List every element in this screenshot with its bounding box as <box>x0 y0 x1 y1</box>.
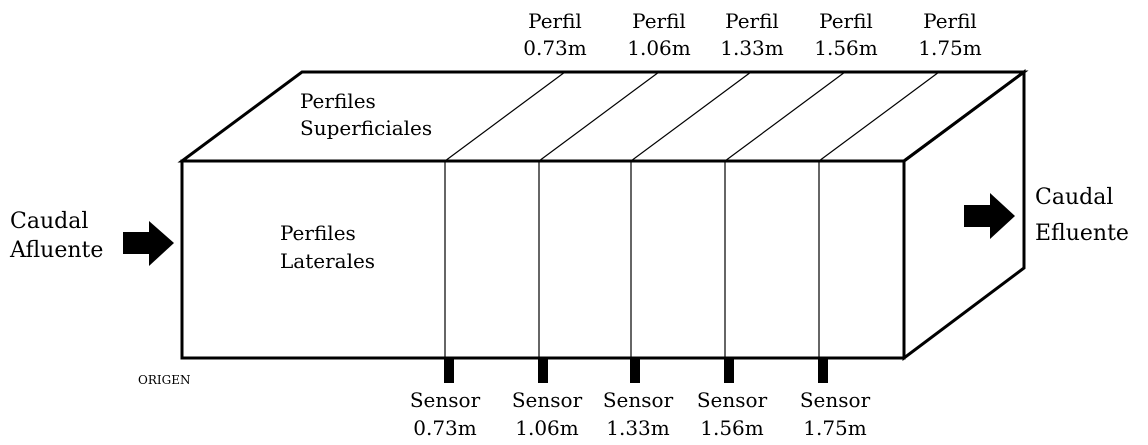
profile-distance: 0.73m <box>523 36 587 60</box>
profile-labels: Perfil 0.73m Perfil 1.06m Perfil 1.33m P… <box>523 9 982 60</box>
profile-title: Perfil <box>725 9 779 33</box>
profile-title: Perfil <box>632 9 686 33</box>
top-section-label-line2: Superficiales <box>300 116 432 140</box>
profile-line-1.33 <box>630 71 752 358</box>
sensor-marker-1.06 <box>538 359 548 383</box>
sensor-distance: 1.06m <box>515 416 579 440</box>
profile-title: Perfil <box>923 9 977 33</box>
outflow-label-line1: Caudal <box>1035 185 1113 210</box>
profile-line-1.75 <box>818 71 940 358</box>
inflow-label-line2: Afluente <box>9 238 103 263</box>
sensor-marker-1.56 <box>724 359 734 383</box>
inflow-label-line1: Caudal <box>10 209 88 234</box>
profile-distance: 1.56m <box>814 36 878 60</box>
profile-title: Perfil <box>819 9 873 33</box>
side-section-label-line2: Laterales <box>280 249 375 273</box>
outflow-label-line2: Efluente <box>1035 221 1129 246</box>
sensor-title: Sensor <box>512 388 583 412</box>
sensor-distance: 1.56m <box>700 416 764 440</box>
sensor-title: Sensor <box>410 388 481 412</box>
profile-lines <box>444 71 940 358</box>
top-section-label-line1: Perfiles <box>300 89 376 113</box>
profile-line-0.73 <box>444 71 566 358</box>
sensor-title: Sensor <box>603 388 674 412</box>
profile-line-1.56 <box>724 71 846 358</box>
inflow-arrow-icon <box>123 221 174 266</box>
sensor-marker-1.75 <box>818 359 828 383</box>
sensor-marker-1.33 <box>630 359 640 383</box>
sensor-title: Sensor <box>697 388 768 412</box>
profile-line-1.06 <box>538 71 660 358</box>
profile-distance: 1.75m <box>918 36 982 60</box>
profile-distance: 1.33m <box>720 36 784 60</box>
sensor-marker-0.73 <box>444 359 454 383</box>
sensor-labels: Sensor 0.73m Sensor 1.06m Sensor 1.33m S… <box>410 388 871 440</box>
sensor-distance: 0.73m <box>413 416 477 440</box>
side-section-label-line1: Perfiles <box>280 221 356 245</box>
profile-title: Perfil <box>528 9 582 33</box>
sensors <box>444 359 828 383</box>
right-face <box>902 69 1026 361</box>
origin-label: ORIGEN <box>138 373 190 387</box>
sensor-title: Sensor <box>800 388 871 412</box>
outflow-arrow-icon <box>964 193 1015 239</box>
sensor-distance: 1.33m <box>606 416 670 440</box>
profile-distance: 1.06m <box>627 36 691 60</box>
sensor-distance: 1.75m <box>803 416 867 440</box>
